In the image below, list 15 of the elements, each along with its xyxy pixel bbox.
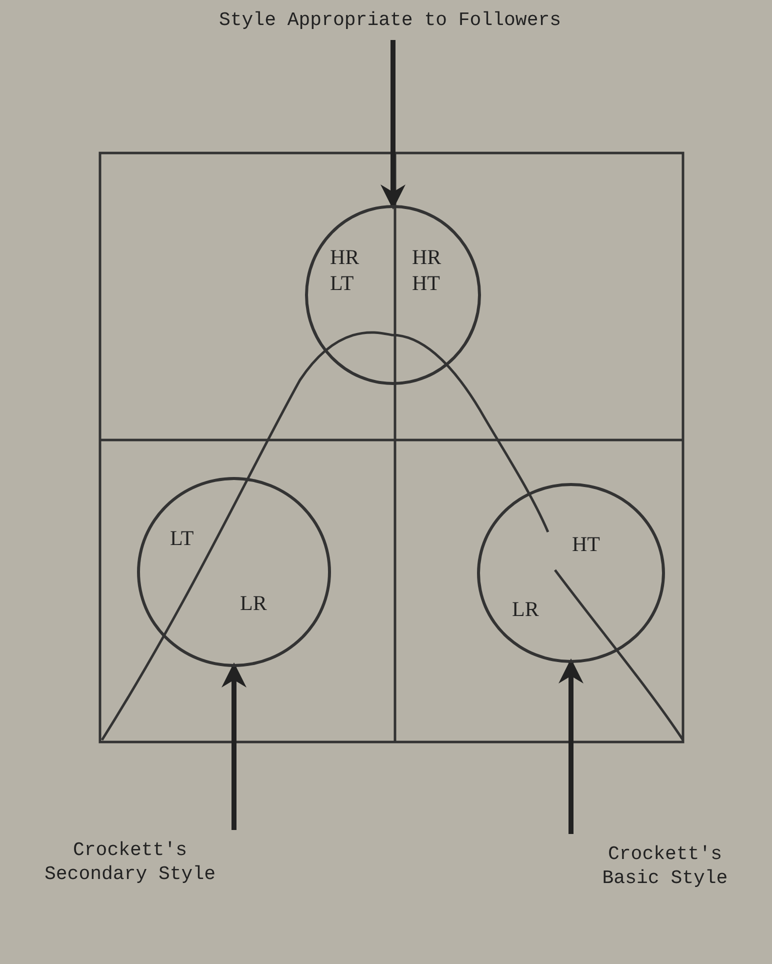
caption-text: Crockett's Secondary Style (20, 838, 240, 890)
quadrant-code: HR HT (412, 244, 442, 296)
arrow (222, 662, 246, 830)
caption-text: Style Appropriate to Followers (190, 8, 590, 38)
quadrant-code: HT (572, 531, 601, 557)
style-circle (137, 477, 331, 667)
quadrant-code: LR (512, 596, 540, 622)
caption-text: Crockett's Basic Style (575, 842, 755, 894)
quadrant-code: LR (240, 590, 268, 616)
quadrant-code: LT (170, 525, 195, 551)
arrow (380, 40, 406, 210)
style-circle (477, 483, 665, 663)
quadrant-code: HR LT (330, 244, 360, 296)
style-circle (305, 205, 481, 385)
arrow (558, 658, 584, 834)
